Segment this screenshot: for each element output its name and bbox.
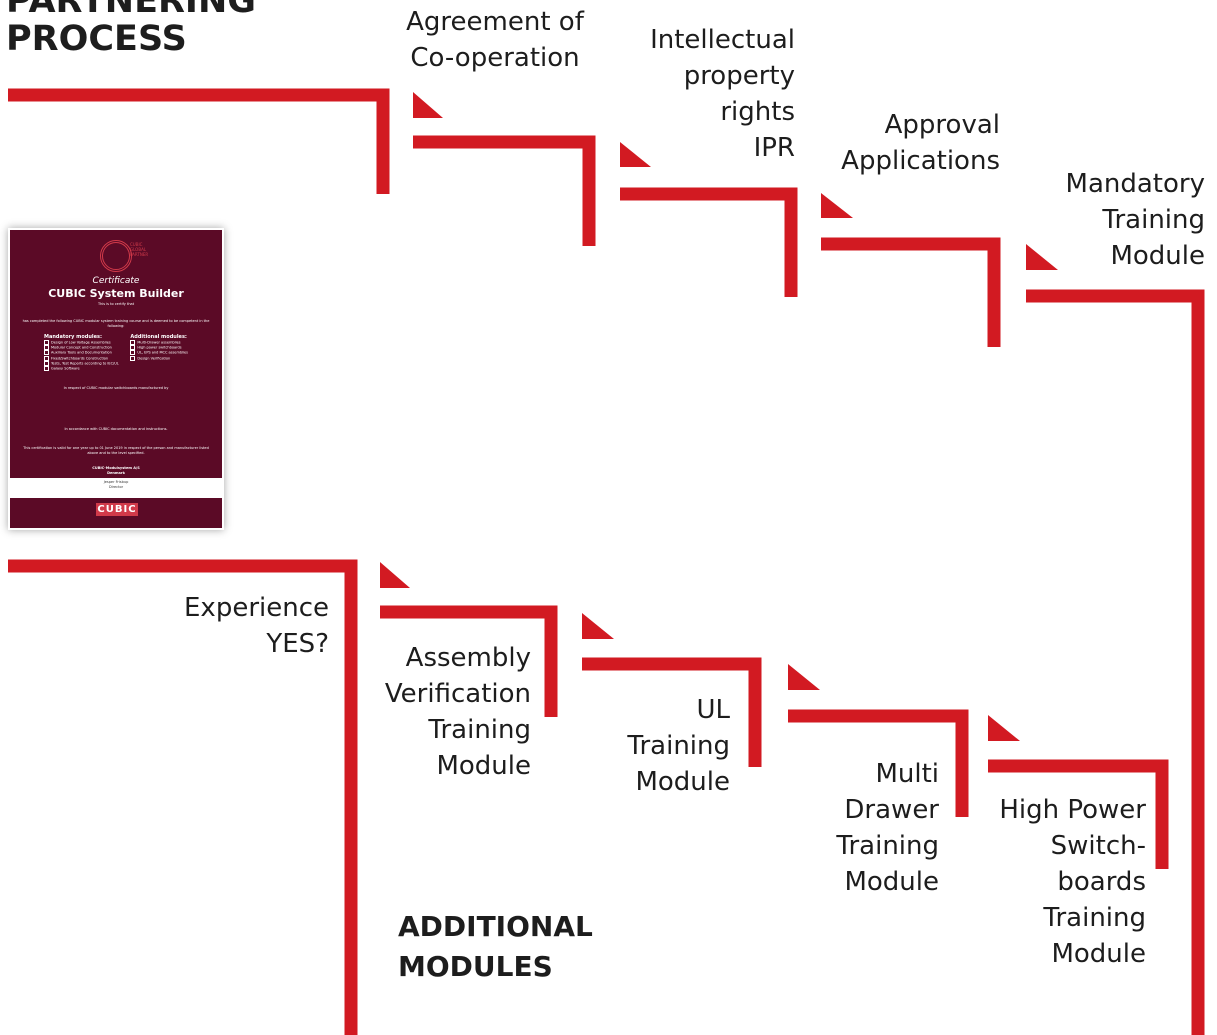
connector-line: [788, 709, 969, 817]
list-item: Multi-Drawer assemblies: [130, 339, 188, 345]
connector-line: [582, 657, 762, 767]
step-label-approval: Approval Applications: [841, 110, 1000, 176]
certificate-validity: This certification is valid for one year…: [23, 445, 209, 455]
connector-line: [413, 135, 596, 246]
step-label-experience: Experience YES?: [184, 593, 329, 659]
arrow-marker: [988, 715, 1020, 741]
certificate-heading: Certificate: [92, 276, 140, 286]
connector-line: [1026, 289, 1205, 1035]
cubic-logo-icon: [100, 240, 132, 272]
connector-line: [8, 559, 358, 1035]
mandatory-modules-list: Mandatory modules: Design of Low Voltage…: [44, 335, 119, 372]
certificate-completed: has completed the following CUBIC modula…: [22, 319, 210, 328]
list-item: UL, EPS and MCC assemblies: [130, 350, 188, 356]
arrow-marker: [821, 193, 853, 218]
additional-modules-title: ADDITIONAL MODULES: [398, 910, 593, 983]
step-label-multi-drawer: Multi Drawer Training Module: [836, 759, 939, 897]
certificate-respect: In respect of CUBIC modular switchboards…: [63, 385, 169, 390]
list-item: High power switchboards: [130, 345, 188, 351]
arrow-marker: [413, 92, 443, 118]
signature-strip: Jesper Frisbup Director: [10, 478, 222, 498]
certificate-accordance: In accordance with CUBIC documentation a…: [64, 426, 168, 431]
step-label-ipr: Intellectual property rights IPR: [650, 25, 795, 163]
arrow-marker: [380, 562, 410, 588]
list-item: Auxiliary Tools and Documentation: [44, 350, 119, 356]
certificate-intro: This is to certify that: [97, 302, 135, 306]
connector-line: [821, 237, 1001, 347]
list-item: Galaxy Software: [44, 366, 119, 372]
certificate-title: CUBIC System Builder: [48, 287, 184, 300]
step-label-assembly-verification: Assembly Verification Training Module: [384, 643, 531, 781]
step-label-high-power: High Power Switch- boards Training Modul…: [999, 795, 1146, 969]
step-label-mandatory: Mandatory Training Module: [1065, 169, 1205, 271]
page-title: PARTNERING PROCESS: [6, 0, 256, 59]
arrow-marker: [582, 613, 614, 639]
list-item: Fixed/Switchboards Construction: [44, 355, 119, 361]
list-item: Tests, Test Reports according to IEC/UL: [44, 360, 119, 366]
certificate-company: CUBIC-Modulsystem A/S Denmark: [92, 465, 140, 475]
connector-line: [988, 759, 1169, 869]
additional-modules-list: Additional modules: Multi-Drawer assembl…: [130, 335, 188, 372]
list-item: Design Verification: [130, 355, 188, 361]
arrow-marker: [1026, 244, 1058, 270]
connector-line: [620, 187, 798, 297]
cubic-brand-logo: CUBIC: [96, 503, 138, 516]
arrow-marker: [620, 142, 651, 167]
additional-heading: Additional modules:: [130, 334, 187, 340]
list-item: Modular Concept and Construction: [44, 345, 119, 351]
step-label-agreement: Agreement of Co-operation: [406, 7, 584, 73]
mandatory-heading: Mandatory modules:: [44, 334, 103, 340]
list-item: Design of Low Voltage Assemblies: [44, 339, 119, 345]
step-label-ul: UL Training Module: [627, 695, 730, 797]
certificate-thumbnail: CUBIC GLOBAL PARTNER Certificate CUBIC S…: [8, 228, 224, 530]
logo-text: CUBIC GLOBAL PARTNER: [130, 242, 149, 257]
connector-line: [380, 605, 558, 717]
connector-line: [8, 88, 390, 194]
certificate-signatory: Jesper Frisbup Director: [103, 480, 129, 489]
arrow-marker: [788, 664, 820, 690]
